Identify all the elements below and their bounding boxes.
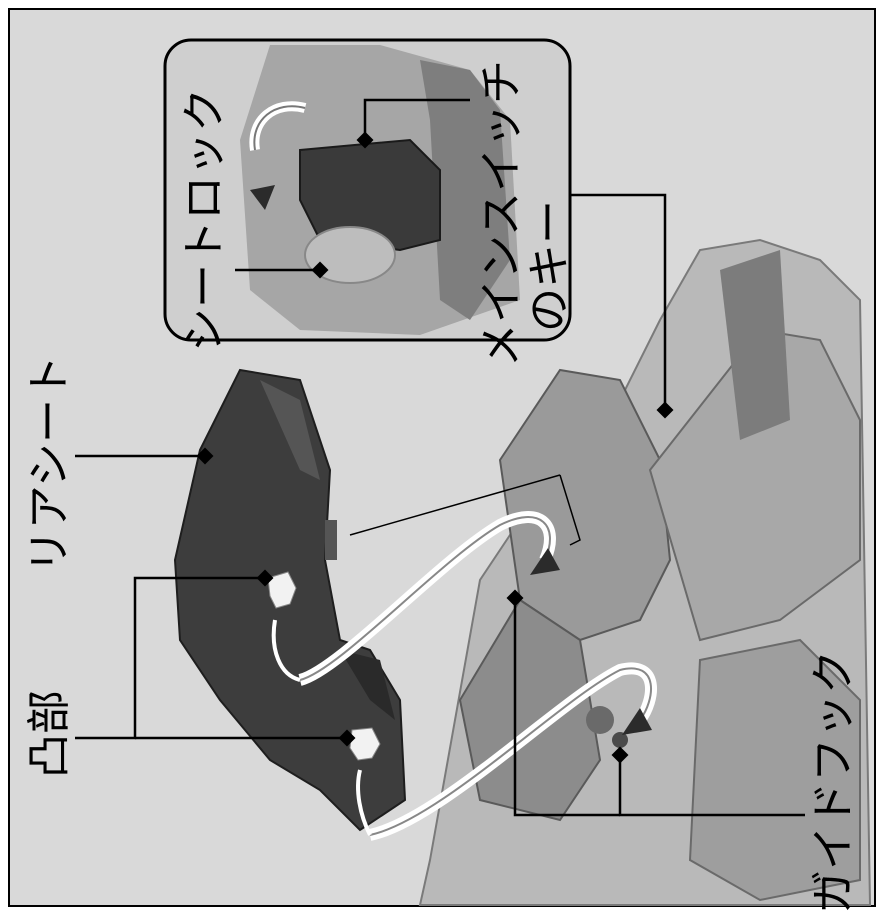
label-seat-lock: シートロック [183,88,227,352]
label-rear-seat: リアシート [28,355,72,573]
label-main-switch-key-1: メインスイッチ [480,60,524,367]
label-guide-hook: ガイドフック [812,650,856,914]
label-protrusion: 凸部 [28,690,72,778]
label-main-switch-key-2: のキー [528,200,572,332]
